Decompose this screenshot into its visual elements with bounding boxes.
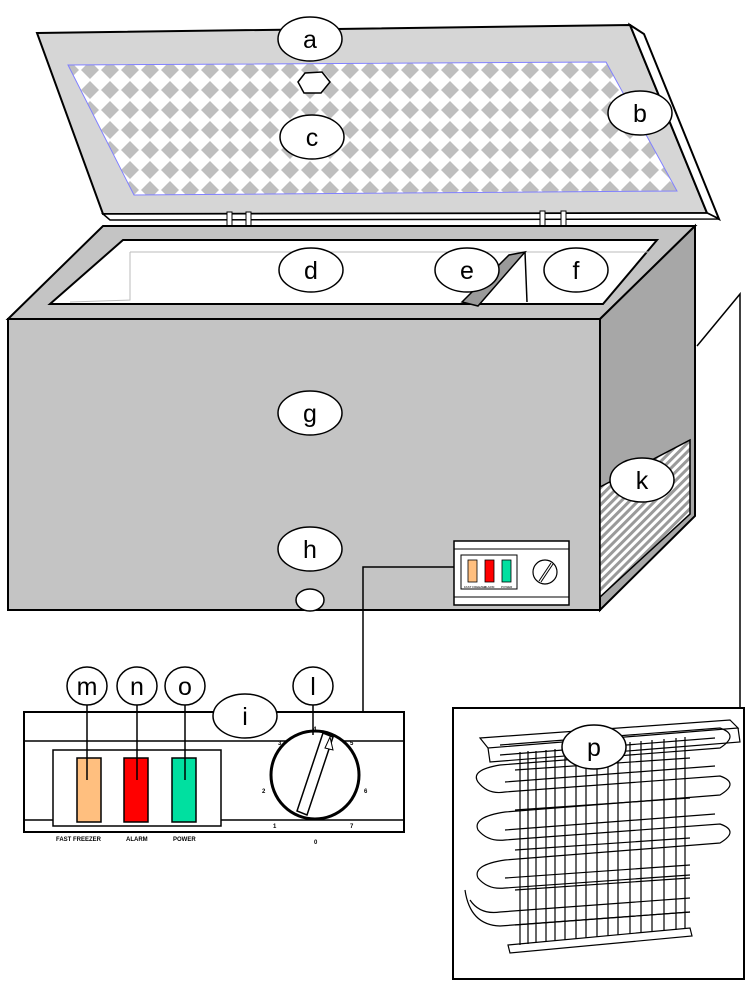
callout-c: c (279, 114, 345, 160)
svg-text:e: e (460, 257, 474, 285)
svg-text:d: d (304, 257, 318, 285)
dial-number-0: 0 (314, 840, 318, 846)
svg-text:FAST FREEZER: FAST FREEZER (464, 585, 487, 589)
svg-text:f: f (573, 257, 580, 285)
dial-number-3: 3 (278, 741, 282, 747)
svg-text:g: g (303, 400, 317, 428)
svg-text:o: o (178, 673, 192, 701)
svg-text:n: n (130, 673, 144, 701)
svg-text:POWER: POWER (501, 585, 513, 589)
callout-d: d (278, 247, 344, 293)
svg-text:b: b (633, 100, 647, 128)
leader-lines (362, 291, 741, 712)
callout-b: b (607, 90, 673, 136)
drain-plug (295, 588, 325, 612)
callout-a: a (277, 16, 343, 62)
dial-number-1: 1 (273, 824, 277, 830)
lid-inner-panel (67, 61, 678, 196)
callout-f: f (543, 247, 609, 293)
svg-text:p: p (587, 734, 601, 762)
fast-freezer-label: FAST FREEZER (56, 837, 102, 843)
lid-handle (297, 71, 331, 94)
alarm-light (123, 757, 149, 823)
lid (35, 22, 721, 222)
svg-text:l: l (310, 673, 316, 701)
power-light (171, 757, 197, 823)
callout-i: i (212, 693, 278, 739)
svg-text:i: i (242, 703, 248, 731)
callout-m: m (66, 666, 108, 780)
control-panel-enlarged: FAST FREEZER ALARM POWER 0 1 2 3 4 5 6 7 (23, 711, 405, 846)
callout-n: n (116, 666, 158, 780)
svg-text:ALARM: ALARM (484, 585, 495, 589)
callout-p: p (561, 724, 627, 770)
svg-text:k: k (636, 467, 649, 495)
svg-text:h: h (303, 536, 317, 564)
power-label: POWER (173, 837, 196, 843)
callout-h: h (277, 526, 343, 572)
callout-e: e (434, 247, 500, 293)
thermostat-dial: 0 1 2 3 4 5 6 7 (262, 727, 368, 846)
control-panel-small: FAST FREEZER ALARM POWER (453, 540, 570, 606)
svg-text:a: a (303, 26, 317, 54)
cabinet-opening (47, 239, 660, 305)
dial-number-7: 7 (350, 824, 354, 830)
svg-text:c: c (306, 124, 319, 152)
dial-number-2: 2 (262, 789, 266, 795)
svg-text:m: m (77, 673, 98, 701)
callout-l: l (292, 666, 334, 735)
callout-k: k (609, 457, 675, 503)
dial-number-6: 6 (364, 789, 368, 795)
fast-freezer-light (76, 757, 102, 823)
callouts: a b c d e f g h k i m n o l p (66, 16, 675, 780)
dial-number-4: 4 (313, 727, 317, 733)
callout-o: o (164, 666, 206, 780)
callout-g: g (277, 390, 343, 436)
dial-number-5: 5 (350, 741, 354, 747)
alarm-label: ALARM (126, 837, 148, 843)
